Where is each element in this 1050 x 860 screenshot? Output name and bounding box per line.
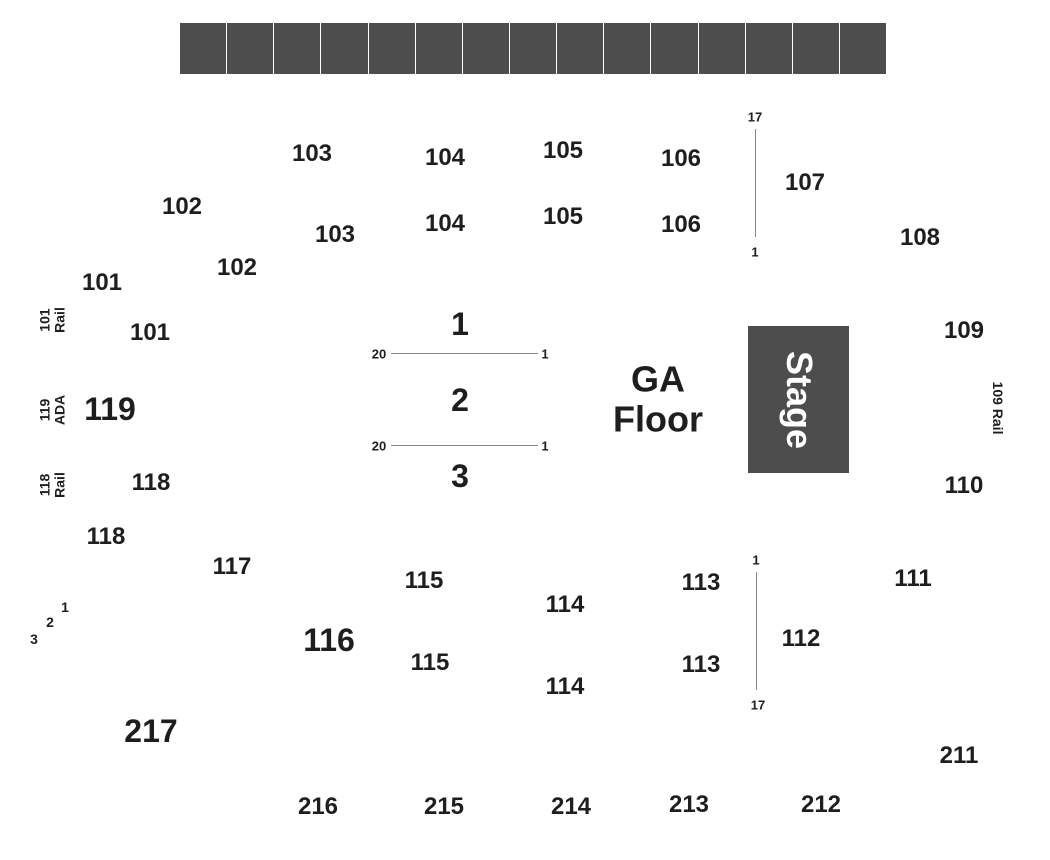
bar-cell <box>792 23 840 74</box>
section-104-upper[interactable]: 104 <box>424 144 466 171</box>
row-line-112 <box>756 572 757 690</box>
stage: Stage <box>748 326 849 473</box>
floor-row-2[interactable]: 2 <box>451 382 469 418</box>
label-101-rail-num: 101 <box>36 308 53 332</box>
stage-label: Stage <box>778 350 820 449</box>
label-101-rail-txt: Rail <box>51 307 67 333</box>
section-104-lower[interactable]: 104 <box>424 210 466 237</box>
floor-row-1[interactable]: 1 <box>451 306 469 342</box>
section-109[interactable]: 109 <box>943 317 985 344</box>
section-113-lower[interactable]: 113 <box>681 651 721 678</box>
section-102-lower[interactable]: 102 <box>216 254 258 281</box>
row-divider <box>391 445 538 446</box>
ga-floor-line1: GA <box>630 358 685 400</box>
marker-1: 1 <box>61 599 69 615</box>
section-106-lower[interactable]: 106 <box>660 211 702 238</box>
section-117[interactable]: 117 <box>212 553 252 580</box>
row-marker-107-top: 17 <box>747 109 763 125</box>
bar-cell <box>274 23 322 74</box>
section-103-lower[interactable]: 103 <box>314 221 356 248</box>
floor-row-3[interactable]: 3 <box>451 458 469 494</box>
section-118-upper[interactable]: 118 <box>131 469 171 496</box>
section-119[interactable]: 119 <box>84 391 136 427</box>
bar-cell <box>321 23 369 74</box>
top-seating-bar <box>180 23 887 74</box>
row-marker-112-bottom: 17 <box>750 697 766 713</box>
section-101-upper[interactable]: 101 <box>81 269 123 296</box>
label-119-ada-txt: ADA <box>51 394 67 426</box>
ga-floor-label[interactable]: GA Floor <box>613 358 703 441</box>
row-marker-112-top: 1 <box>752 552 760 568</box>
marker-2: 2 <box>46 614 54 630</box>
bar-cell <box>368 23 416 74</box>
section-105-lower[interactable]: 105 <box>542 203 584 230</box>
bar-cell <box>651 23 699 74</box>
section-211[interactable]: 211 <box>939 742 979 769</box>
section-118-lower[interactable]: 118 <box>86 523 126 550</box>
section-116[interactable]: 116 <box>303 622 355 658</box>
section-115-lower[interactable]: 115 <box>410 649 450 676</box>
section-213[interactable]: 213 <box>668 791 710 818</box>
section-108[interactable]: 108 <box>899 224 941 251</box>
label-118-rail-num: 118 <box>36 473 53 497</box>
bar-cell <box>745 23 793 74</box>
bar-cell <box>604 23 652 74</box>
bar-cell <box>509 23 558 74</box>
section-216[interactable]: 216 <box>297 793 339 820</box>
section-113-upper[interactable]: 113 <box>681 569 721 596</box>
bar-cell <box>227 23 275 74</box>
section-101-lower[interactable]: 101 <box>129 319 171 346</box>
bar-cell <box>698 23 746 74</box>
section-215[interactable]: 215 <box>423 793 465 820</box>
section-103-upper[interactable]: 103 <box>291 140 333 167</box>
bar-cell <box>180 23 228 74</box>
ga-floor-line2: Floor <box>613 399 703 440</box>
label-109-rail: 109 Rail <box>990 381 1006 435</box>
section-114-upper[interactable]: 114 <box>545 591 585 618</box>
section-111[interactable]: 111 <box>894 565 932 592</box>
marker-3: 3 <box>30 631 38 647</box>
seat-number-1: 1 <box>541 346 549 362</box>
seat-number-1: 1 <box>541 438 549 454</box>
bar-cell <box>462 23 510 74</box>
row-divider <box>391 353 538 354</box>
section-106-upper[interactable]: 106 <box>660 145 702 172</box>
section-217[interactable]: 217 <box>124 713 178 749</box>
label-119-ada-num: 119 <box>36 398 53 422</box>
row-marker-107-bottom: 1 <box>751 244 759 260</box>
seat-number-20: 20 <box>371 438 387 454</box>
section-102-upper[interactable]: 102 <box>161 193 203 220</box>
row-line-107 <box>755 129 756 237</box>
section-110[interactable]: 110 <box>944 472 984 499</box>
bar-cell <box>839 23 887 74</box>
section-107[interactable]: 107 <box>784 169 826 196</box>
bar-cell <box>415 23 463 74</box>
section-214[interactable]: 214 <box>550 793 592 820</box>
section-212[interactable]: 212 <box>800 791 842 818</box>
section-105-upper[interactable]: 105 <box>542 137 584 164</box>
section-112[interactable]: 112 <box>781 625 821 652</box>
bar-cell <box>557 23 605 74</box>
seat-number-20: 20 <box>371 346 387 362</box>
label-118-rail-txt: Rail <box>51 472 67 498</box>
section-114-lower[interactable]: 114 <box>545 673 585 700</box>
section-115-upper[interactable]: 115 <box>404 567 444 594</box>
